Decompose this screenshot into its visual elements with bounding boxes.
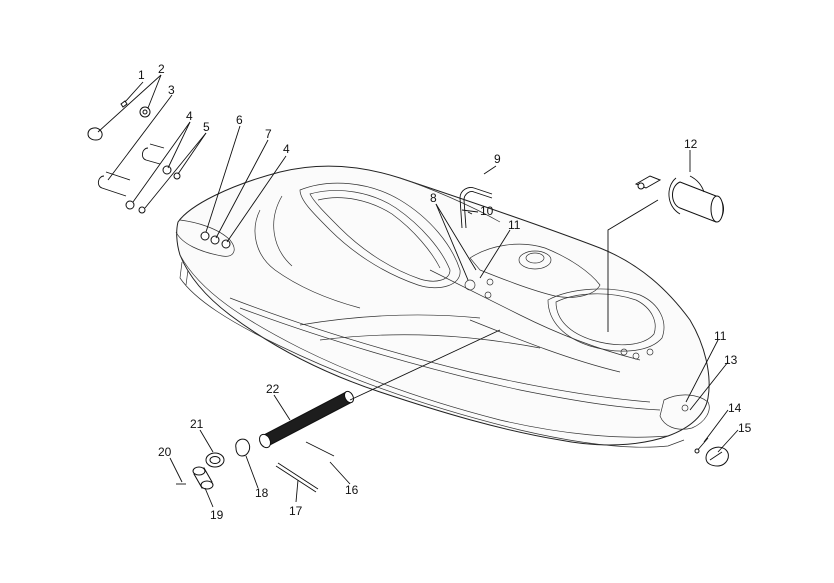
front-hatch	[547, 288, 665, 352]
callout-11-second: 11	[714, 329, 727, 343]
callout-22: 22	[266, 382, 280, 396]
callout-19: 19	[210, 508, 224, 522]
callout-9: 9	[494, 152, 501, 166]
callout-11: 11	[508, 218, 521, 232]
callout-2: 2	[158, 62, 165, 76]
callout-3: 3	[168, 83, 175, 97]
callout-15: 15	[738, 421, 752, 435]
callout-4: 4	[186, 109, 193, 123]
callout-4-second: 4	[283, 142, 290, 156]
callout-18: 18	[255, 486, 269, 500]
callout-7: 7	[265, 127, 272, 141]
callout-10: 10	[480, 204, 494, 218]
callout-6: 6	[236, 113, 243, 127]
console	[469, 243, 601, 298]
part-16-pin	[305, 441, 335, 457]
part-12-cylinder	[634, 175, 724, 223]
callout-21: 21	[190, 417, 204, 431]
part-9-handle	[459, 187, 493, 229]
callout-8: 8	[430, 191, 437, 205]
part-17-rod	[275, 465, 317, 493]
callout-5: 5	[203, 120, 210, 134]
watercraft-hull	[175, 165, 710, 448]
part-22-hose	[258, 390, 355, 449]
hull-outline	[176, 165, 710, 446]
callout-14: 14	[728, 401, 742, 415]
callout-17: 17	[289, 504, 303, 518]
callout-13: 13	[724, 353, 738, 367]
callout-labels: 1 2 3 4 5 6 7 4 9 8 10 11 12 11 13 14 15…	[138, 62, 752, 522]
leader-lines	[97, 74, 739, 508]
part-15-eyelet	[705, 446, 729, 467]
callout-1: 1	[138, 68, 145, 82]
callout-20: 20	[158, 445, 172, 459]
loose-parts	[87, 100, 729, 493]
callout-12: 12	[684, 137, 698, 151]
part-1-screw	[120, 100, 128, 108]
part-19-sleeve	[192, 466, 214, 490]
part-18-clamp	[235, 438, 251, 457]
callout-16: 16	[345, 483, 359, 497]
part-3-u-bolt	[141, 143, 165, 165]
seat-area	[299, 182, 461, 289]
